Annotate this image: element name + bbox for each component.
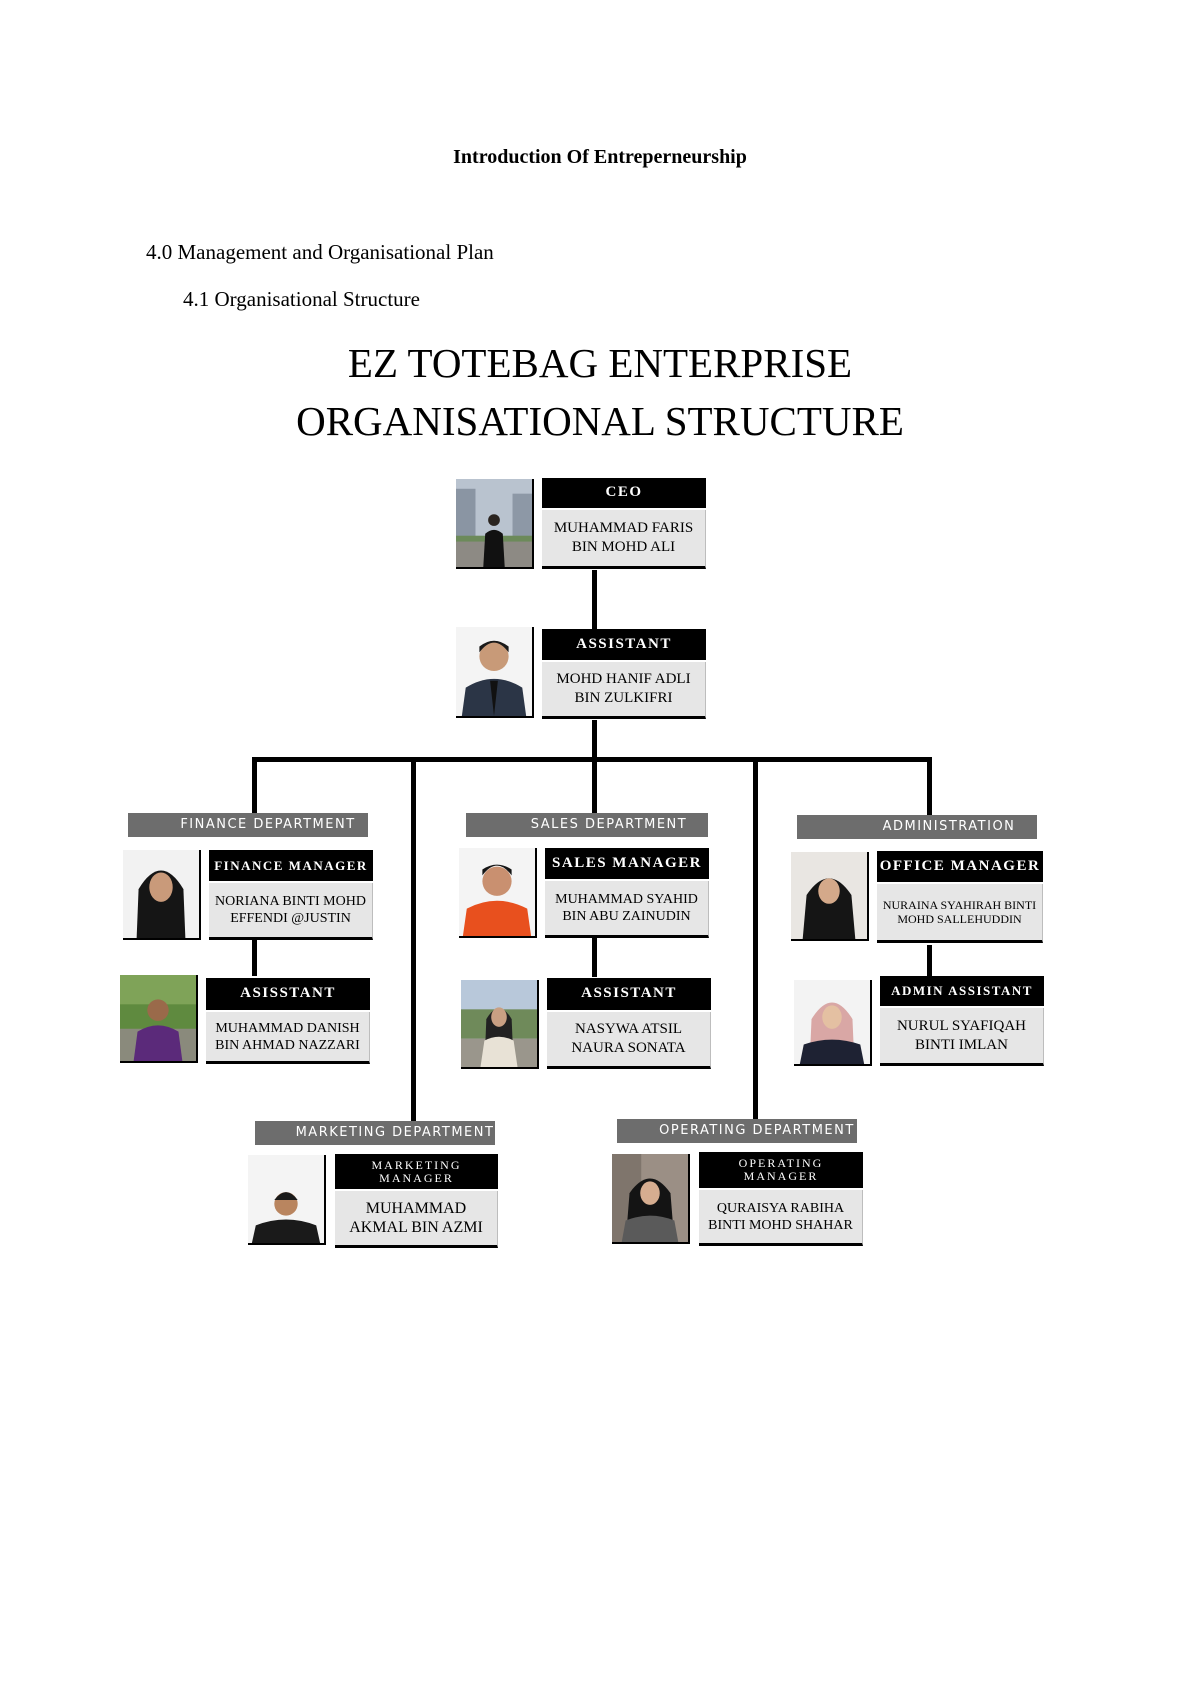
chart-title-line-1: EZ TOTEBAG ENTERPRISE [347, 340, 853, 386]
sales-manager-role-label: SALES MANAGER [545, 848, 709, 879]
marketing-manager-photo [248, 1155, 326, 1245]
connector-admin-assistant [927, 945, 932, 979]
admin-assistant-name: NURUL SYAFIQAH BINTI IMLAN [880, 1008, 1044, 1066]
marketing-manager-role-label: MARKETING MANAGER [335, 1154, 498, 1189]
connector-finance [252, 757, 257, 825]
finance-assistant-role-label: ASISSTANT [206, 978, 370, 1010]
finance-manager-role-label: FINANCE MANAGER [209, 850, 373, 881]
finance-assistant-name: MUHAMMAD DANISH BIN AHMAD NAZZARI [206, 1012, 370, 1064]
department-operating-header: OPERATING DEPARTMENT [617, 1119, 857, 1143]
sales-manager-name: MUHAMMAD SYAHID BIN ABU ZAINUDIN [545, 881, 709, 938]
operating-manager-photo [612, 1154, 690, 1244]
department-administration-header: ADMINISTRATION [797, 815, 1037, 839]
finance-manager-name: NORIANA BINTI MOHD EFFENDI @JUSTIN [209, 883, 373, 940]
sales-assistant-role-label: ASSISTANT [547, 978, 711, 1010]
department-finance-header: FINANCE DEPARTMENT [128, 813, 368, 837]
sales-manager-photo [459, 848, 537, 938]
chart-title-line-2: ORGANISATIONAL STRUCTURE [296, 398, 904, 444]
office-manager-photo [791, 852, 869, 941]
department-sales-header: SALES DEPARTMENT [466, 813, 708, 837]
ceo-photo [456, 479, 534, 569]
section-heading-4-0: 4.0 Management and Organisational Plan [146, 240, 494, 264]
connector-finance-assistant [252, 940, 257, 976]
assistant-ceo-name: MOHD HANIF ADLI BIN ZULKIFRI [542, 662, 706, 719]
office-manager-name: NURAINA SYAHIRAH BINTI MOHD SALLEHUDDIN [877, 884, 1043, 943]
connector-administration [927, 757, 932, 825]
admin-assistant-photo [794, 980, 872, 1066]
finance-manager-photo [123, 850, 201, 940]
sales-assistant-name: NASYWA ATSIL NAURA SONATA [547, 1012, 711, 1069]
connector-operating [753, 757, 758, 1125]
connector-sales-assistant [592, 935, 597, 977]
admin-assistant-role-label: ADMIN ASSISTANT [880, 976, 1044, 1006]
connector-sales [592, 757, 597, 825]
assistant-ceo-photo [456, 627, 534, 718]
ceo-name: MUHAMMAD FARIS BIN MOHD ALI [542, 510, 706, 569]
marketing-manager-name: MUHAMMAD AKMAL BIN AZMI [335, 1191, 498, 1248]
document-header-title: Introduction Of Entreperneurship [453, 146, 747, 168]
operating-manager-name: QURAISYA RABIHA BINTI MOHD SHAHAR [699, 1190, 863, 1246]
connector-ceo-assistant [592, 570, 597, 632]
department-marketing-header: MARKETING DEPARTMENT [255, 1121, 495, 1145]
section-heading-4-1: 4.1 Organisational Structure [183, 287, 420, 311]
operating-manager-role-label: OPERATING MANAGER [699, 1152, 863, 1188]
connector-assistant-trunk [592, 720, 597, 760]
assistant-ceo-role-label: ASSISTANT [542, 629, 706, 660]
ceo-role-label: CEO [542, 478, 706, 508]
finance-assistant-photo [120, 975, 198, 1063]
sales-assistant-photo [461, 980, 539, 1069]
office-manager-role-label: OFFICE MANAGER [877, 851, 1043, 882]
connector-marketing [411, 757, 416, 1125]
